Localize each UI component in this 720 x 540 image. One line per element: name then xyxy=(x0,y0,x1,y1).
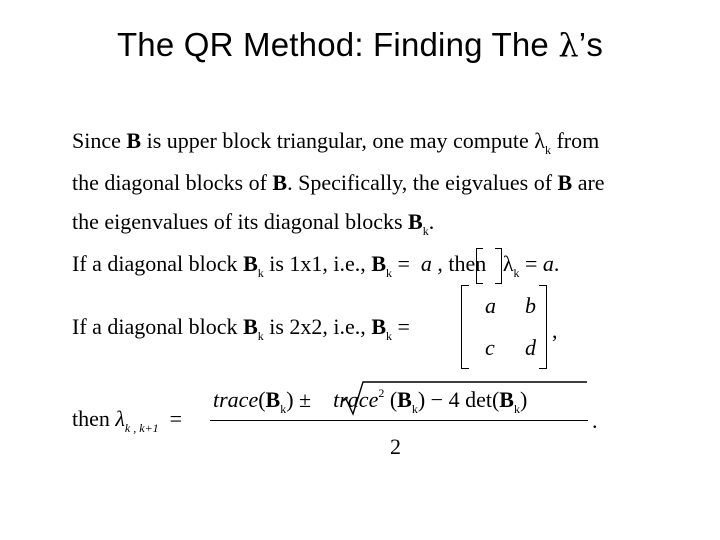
text-run: . xyxy=(553,251,560,276)
text-run: then xyxy=(72,406,116,431)
lambda-symbol: λ xyxy=(534,128,545,153)
matrix-symbol: B xyxy=(126,128,142,153)
matrix-symbol: B xyxy=(557,170,573,195)
text-run: is upper block triangular, one may compu… xyxy=(141,128,535,153)
matrix-symbol: B xyxy=(397,387,412,412)
subscript: k xyxy=(513,402,520,416)
text-run: the eigenvalues of its diagonal blocks xyxy=(72,209,409,234)
subscript: k xyxy=(513,266,520,280)
matrix-symbol: B xyxy=(408,209,423,234)
paren: ) xyxy=(519,387,528,412)
matrix-symbol: B xyxy=(265,387,281,412)
matrix-cell-b: b xyxy=(525,293,536,318)
matrix-symbol: B xyxy=(499,387,514,412)
matrix-cell-d: d xyxy=(525,335,536,360)
text-line-1: Since B is upper block triangular, one m… xyxy=(72,128,599,158)
subscript: k xyxy=(544,143,551,157)
fraction-denominator: 2 xyxy=(390,434,401,459)
matrix-symbol: B xyxy=(371,314,386,339)
scalar-a: a xyxy=(542,251,554,276)
left-bracket xyxy=(476,248,483,284)
period: . xyxy=(592,408,598,433)
superscript: 2 xyxy=(378,386,385,400)
matrix-2x2: a b c d xyxy=(461,285,547,369)
text-run: is 2x2, i.e., xyxy=(263,314,372,339)
text-run: from xyxy=(550,128,600,153)
subscript: k xyxy=(280,402,287,416)
matrix-symbol: B xyxy=(243,251,258,276)
square-root-icon xyxy=(341,381,587,416)
slide-title: The QR Method: Finding The λ’s xyxy=(0,26,720,64)
fraction-numerator: trace(Bk) ± trace2 (Bk) − 4 det(Bk) xyxy=(213,386,527,417)
equals-sign: = xyxy=(164,406,183,431)
subscript: k xyxy=(257,266,264,280)
title-suffix: ’s xyxy=(578,26,604,63)
subscript: k xyxy=(422,224,429,238)
text-run: Since xyxy=(72,128,127,153)
right-bracket xyxy=(539,285,547,369)
text-run: If a diagonal block xyxy=(72,314,244,339)
paren: ( xyxy=(258,387,266,412)
text-run: , then xyxy=(437,251,492,276)
lambda-symbol: λ xyxy=(115,406,125,431)
title-text: The QR Method: Finding The xyxy=(116,26,559,63)
operator: ) ± xyxy=(286,387,317,412)
trace-function: trace xyxy=(213,387,259,412)
paren: ( xyxy=(384,387,398,412)
matrix-symbol: B xyxy=(371,251,386,276)
comma: , xyxy=(552,318,558,343)
fraction-bar xyxy=(210,420,588,421)
text-line-5: If a diagonal block Bk is 2x2, i.e., Bk … xyxy=(72,314,410,344)
text-run: If a diagonal block xyxy=(72,251,244,276)
subscript: k , k+1 xyxy=(124,421,159,435)
text-run: . xyxy=(428,209,435,234)
scalar-a: a xyxy=(420,251,432,276)
text-run: is 1x1, i.e., xyxy=(263,251,372,276)
matrix-symbol: B xyxy=(243,314,258,339)
operator: ) − 4 det( xyxy=(417,387,500,412)
text-line-2: the diagonal blocks of B. Specifically, … xyxy=(72,170,605,196)
text-run: the diagonal blocks of xyxy=(72,170,273,195)
text-line-3: the eigenvalues of its diagonal blocks B… xyxy=(72,209,434,239)
lambda-symbol: λ xyxy=(558,26,579,64)
equals-sign: = xyxy=(392,251,416,276)
equals-sign: = xyxy=(519,251,543,276)
equals-sign: = xyxy=(392,314,410,339)
subscript: k xyxy=(386,329,392,343)
text-line-4: If a diagonal block Bk is 1x1, i.e., Bk … xyxy=(72,251,559,281)
matrix-cell-a: a xyxy=(485,293,496,318)
matrix-cell-c: c xyxy=(485,335,495,360)
subscript: k xyxy=(386,266,392,280)
matrix-symbol: B xyxy=(272,170,288,195)
subscript: k xyxy=(257,329,264,343)
text-run: . Specifically, the eigvalues of xyxy=(287,170,558,195)
right-bracket xyxy=(495,248,502,284)
left-bracket xyxy=(461,285,469,369)
text-run: are xyxy=(572,170,605,195)
lambda-symbol: λ xyxy=(502,251,514,276)
trace-function: trace xyxy=(333,387,379,412)
text-line-6: then λk , k+1 = xyxy=(72,406,182,436)
subscript: k xyxy=(411,402,418,416)
